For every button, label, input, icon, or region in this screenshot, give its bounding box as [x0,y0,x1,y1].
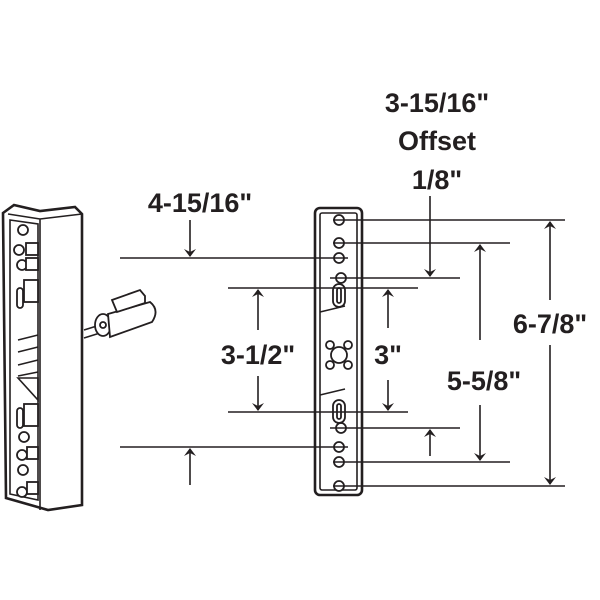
dimension-arrows [184,196,556,485]
label-6-7-8: 6-7/8" [513,309,587,339]
lock-mechanism-details [13,224,39,498]
mounting-plate-illustration [313,206,364,497]
key-cylinder-illustration [83,288,157,339]
label-3: 3" [374,340,402,370]
label-offset: Offset [398,126,476,156]
label-3-15-16: 3-15/16" [385,88,489,118]
lock-body-illustration [1,203,157,512]
label-3-1-2: 3-1/2" [221,340,295,370]
extension-lines [120,219,565,487]
label-4-15-16: 4-15/16" [148,188,252,218]
label-1-8: 1/8" [412,165,462,195]
label-5-5-8: 5-5/8" [447,366,521,396]
